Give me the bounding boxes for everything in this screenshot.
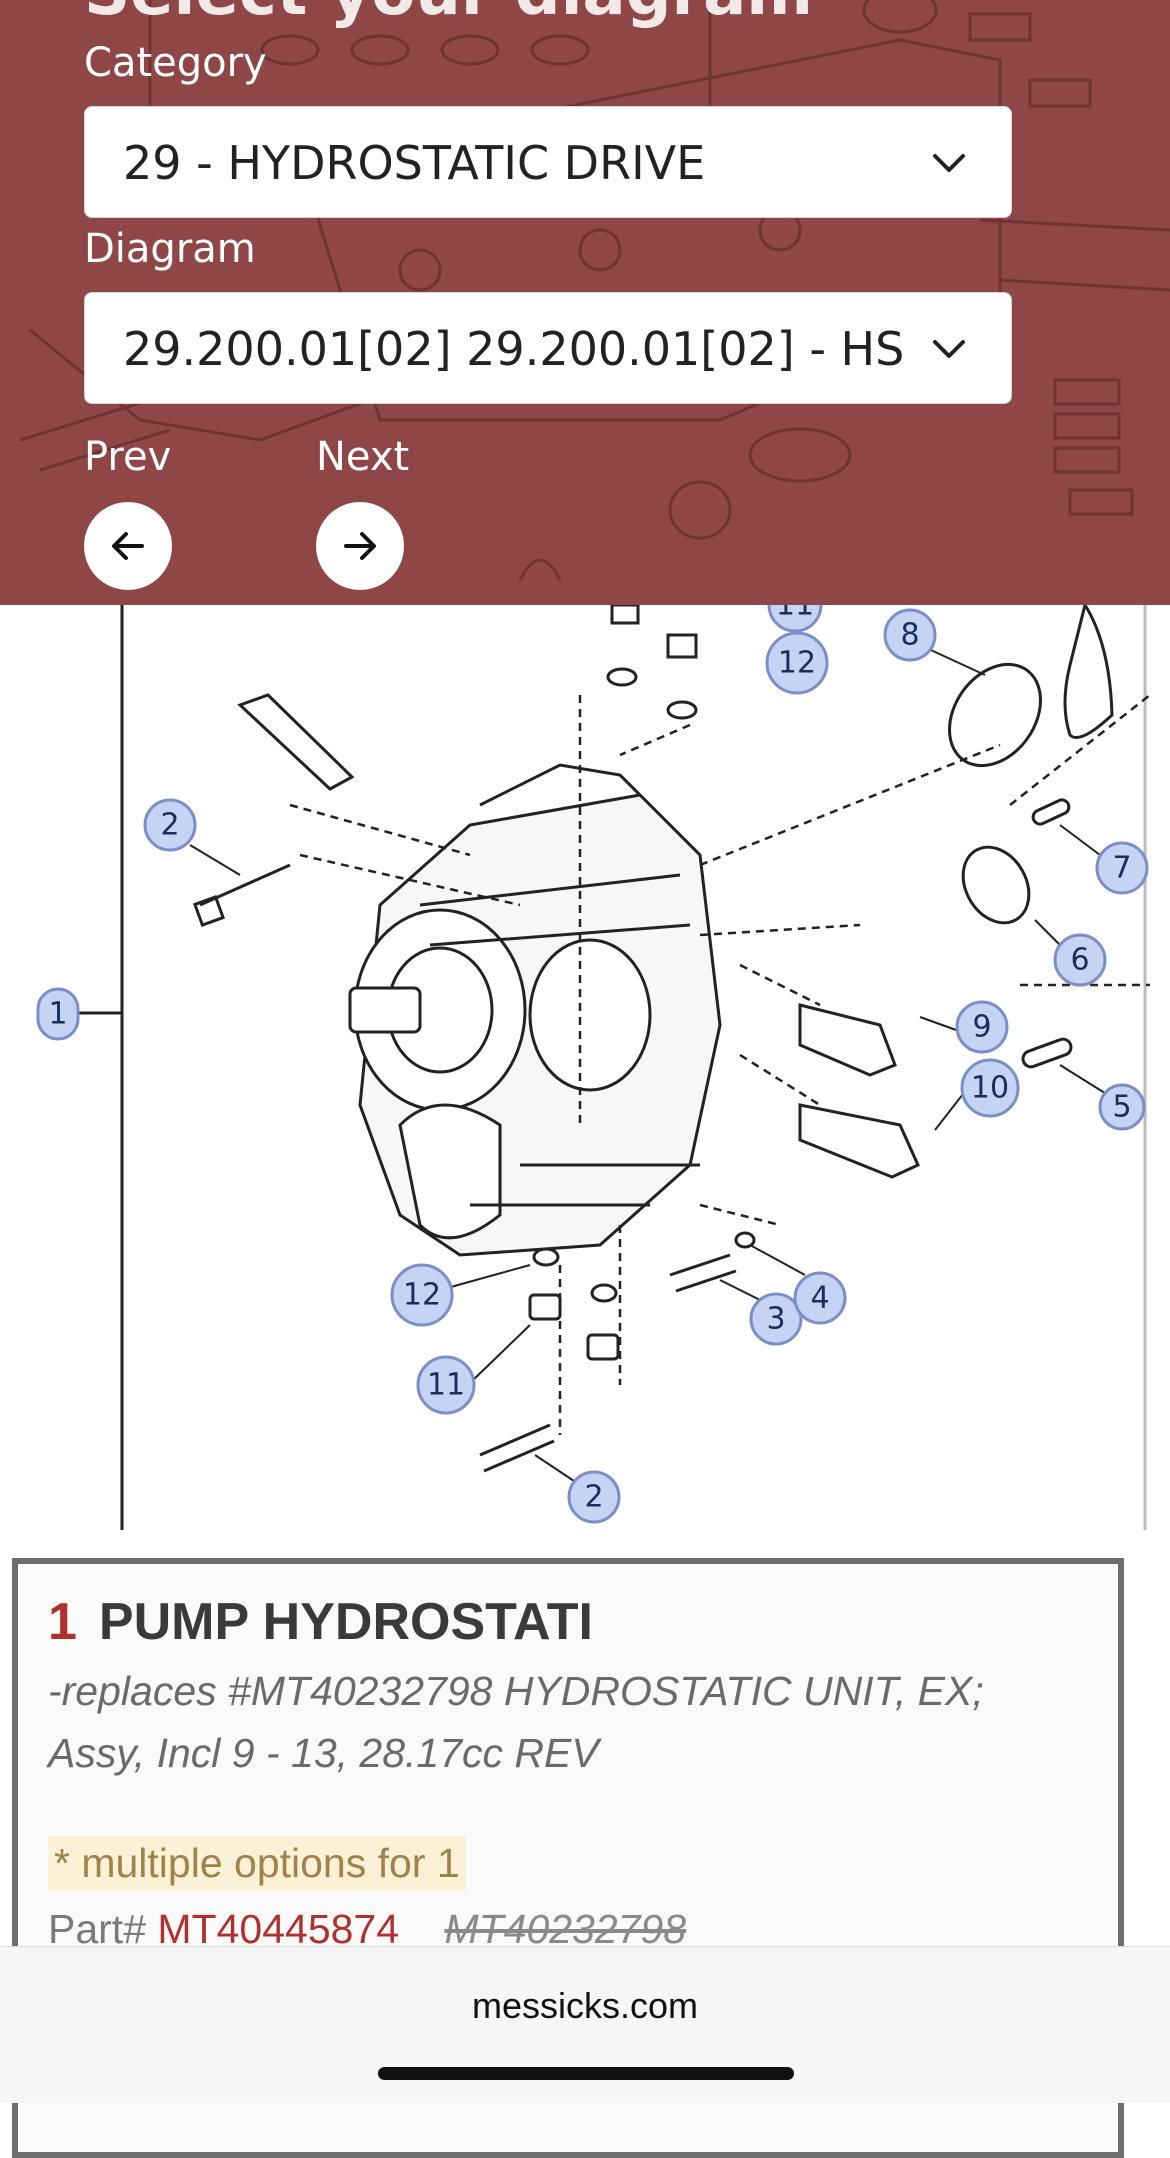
part-number-line: Part# MT40445874 MT40232798 bbox=[48, 1906, 686, 1953]
callout-label: 8 bbox=[900, 618, 919, 653]
callout-3 bbox=[749, 1292, 803, 1346]
part-title: 1 PUMP HYDROSTATI bbox=[48, 1592, 593, 1652]
callout-12 bbox=[390, 1263, 454, 1327]
callout-label: 1 bbox=[48, 997, 67, 1032]
diagram-select[interactable]: 29.200.01[02] 29.200.01[02] - HST PUMP bbox=[84, 292, 1012, 404]
callout-label: 10 bbox=[971, 1071, 1009, 1106]
callout-5 bbox=[1098, 1083, 1146, 1131]
category-select[interactable]: 29 - HYDROSTATIC DRIVE bbox=[84, 106, 1012, 218]
part-description: -replaces #MT40232798 HYDROSTATIC UNIT, … bbox=[48, 1668, 984, 1776]
part-index: 1 bbox=[48, 1593, 77, 1651]
url-text[interactable]: messicks.com bbox=[471, 1985, 699, 2026]
callout-6 bbox=[1053, 933, 1107, 987]
old-part-number: MT40232798 bbox=[444, 1906, 687, 1952]
page-title: Select your diagram bbox=[84, 0, 813, 30]
callout-label: 7 bbox=[1112, 851, 1131, 886]
part-number-link[interactable]: MT40445874 bbox=[157, 1906, 400, 1952]
callout-7 bbox=[1095, 841, 1149, 895]
part-name: PUMP HYDROSTATI bbox=[98, 1593, 593, 1651]
callout-label: 2 bbox=[160, 808, 179, 843]
callout-label: 2 bbox=[584, 1480, 603, 1515]
diagram-label: Diagram bbox=[84, 226, 256, 272]
callout-1 bbox=[36, 987, 80, 1041]
part-number-prefix: Part# bbox=[48, 1906, 146, 1952]
parts-diagram[interactable]: 1 2 2 3 4 5 6 7 8 9 10 11 11 12 12 bbox=[0, 577, 1170, 1535]
browser-address-bar[interactable]: messicks.com bbox=[0, 1946, 1170, 2103]
arrow-left-icon bbox=[112, 532, 144, 560]
chevron-down-icon bbox=[933, 340, 965, 358]
prev-button[interactable] bbox=[84, 502, 172, 590]
category-select-value: 29 - HYDROSTATIC DRIVE bbox=[123, 136, 706, 190]
callout-label: 11 bbox=[776, 605, 814, 623]
diagram-selector-panel: Select your diagram Category 29 - HYDROS… bbox=[0, 0, 1170, 605]
home-indicator[interactable] bbox=[378, 2067, 794, 2080]
callout-label: 9 bbox=[972, 1010, 991, 1045]
prev-label: Prev bbox=[84, 434, 172, 480]
category-label: Category bbox=[84, 40, 267, 86]
callout-8 bbox=[883, 608, 937, 662]
chevron-down-icon bbox=[933, 154, 965, 172]
background-drawing bbox=[19, 0, 1170, 581]
pump-exploded-drawing: 1 2 2 3 4 5 6 7 8 9 10 11 11 12 12 bbox=[36, 577, 1151, 1530]
callout-label: 12 bbox=[778, 646, 816, 681]
callout-10 bbox=[960, 1058, 1020, 1118]
callout-11 bbox=[416, 1355, 476, 1415]
next-label: Next bbox=[316, 434, 410, 480]
callout-label: 4 bbox=[810, 1281, 829, 1316]
callout-label: 6 bbox=[1070, 943, 1089, 978]
callout-12 bbox=[765, 631, 829, 695]
multiple-options-note: * multiple options for 1 bbox=[48, 1836, 466, 1891]
callout-2 bbox=[567, 1470, 621, 1524]
next-button[interactable] bbox=[316, 502, 404, 590]
callout-label: 5 bbox=[1112, 1090, 1131, 1125]
callout-4 bbox=[793, 1271, 847, 1325]
callout-label: 12 bbox=[403, 1278, 441, 1313]
callout-label: 11 bbox=[427, 1368, 465, 1403]
callout-2 bbox=[143, 798, 197, 852]
callout-label: 3 bbox=[766, 1302, 785, 1337]
diagram-select-value: 29.200.01[02] 29.200.01[02] - HST PUMP bbox=[123, 322, 903, 376]
callout-9 bbox=[955, 1000, 1009, 1054]
arrow-right-icon bbox=[344, 532, 376, 560]
